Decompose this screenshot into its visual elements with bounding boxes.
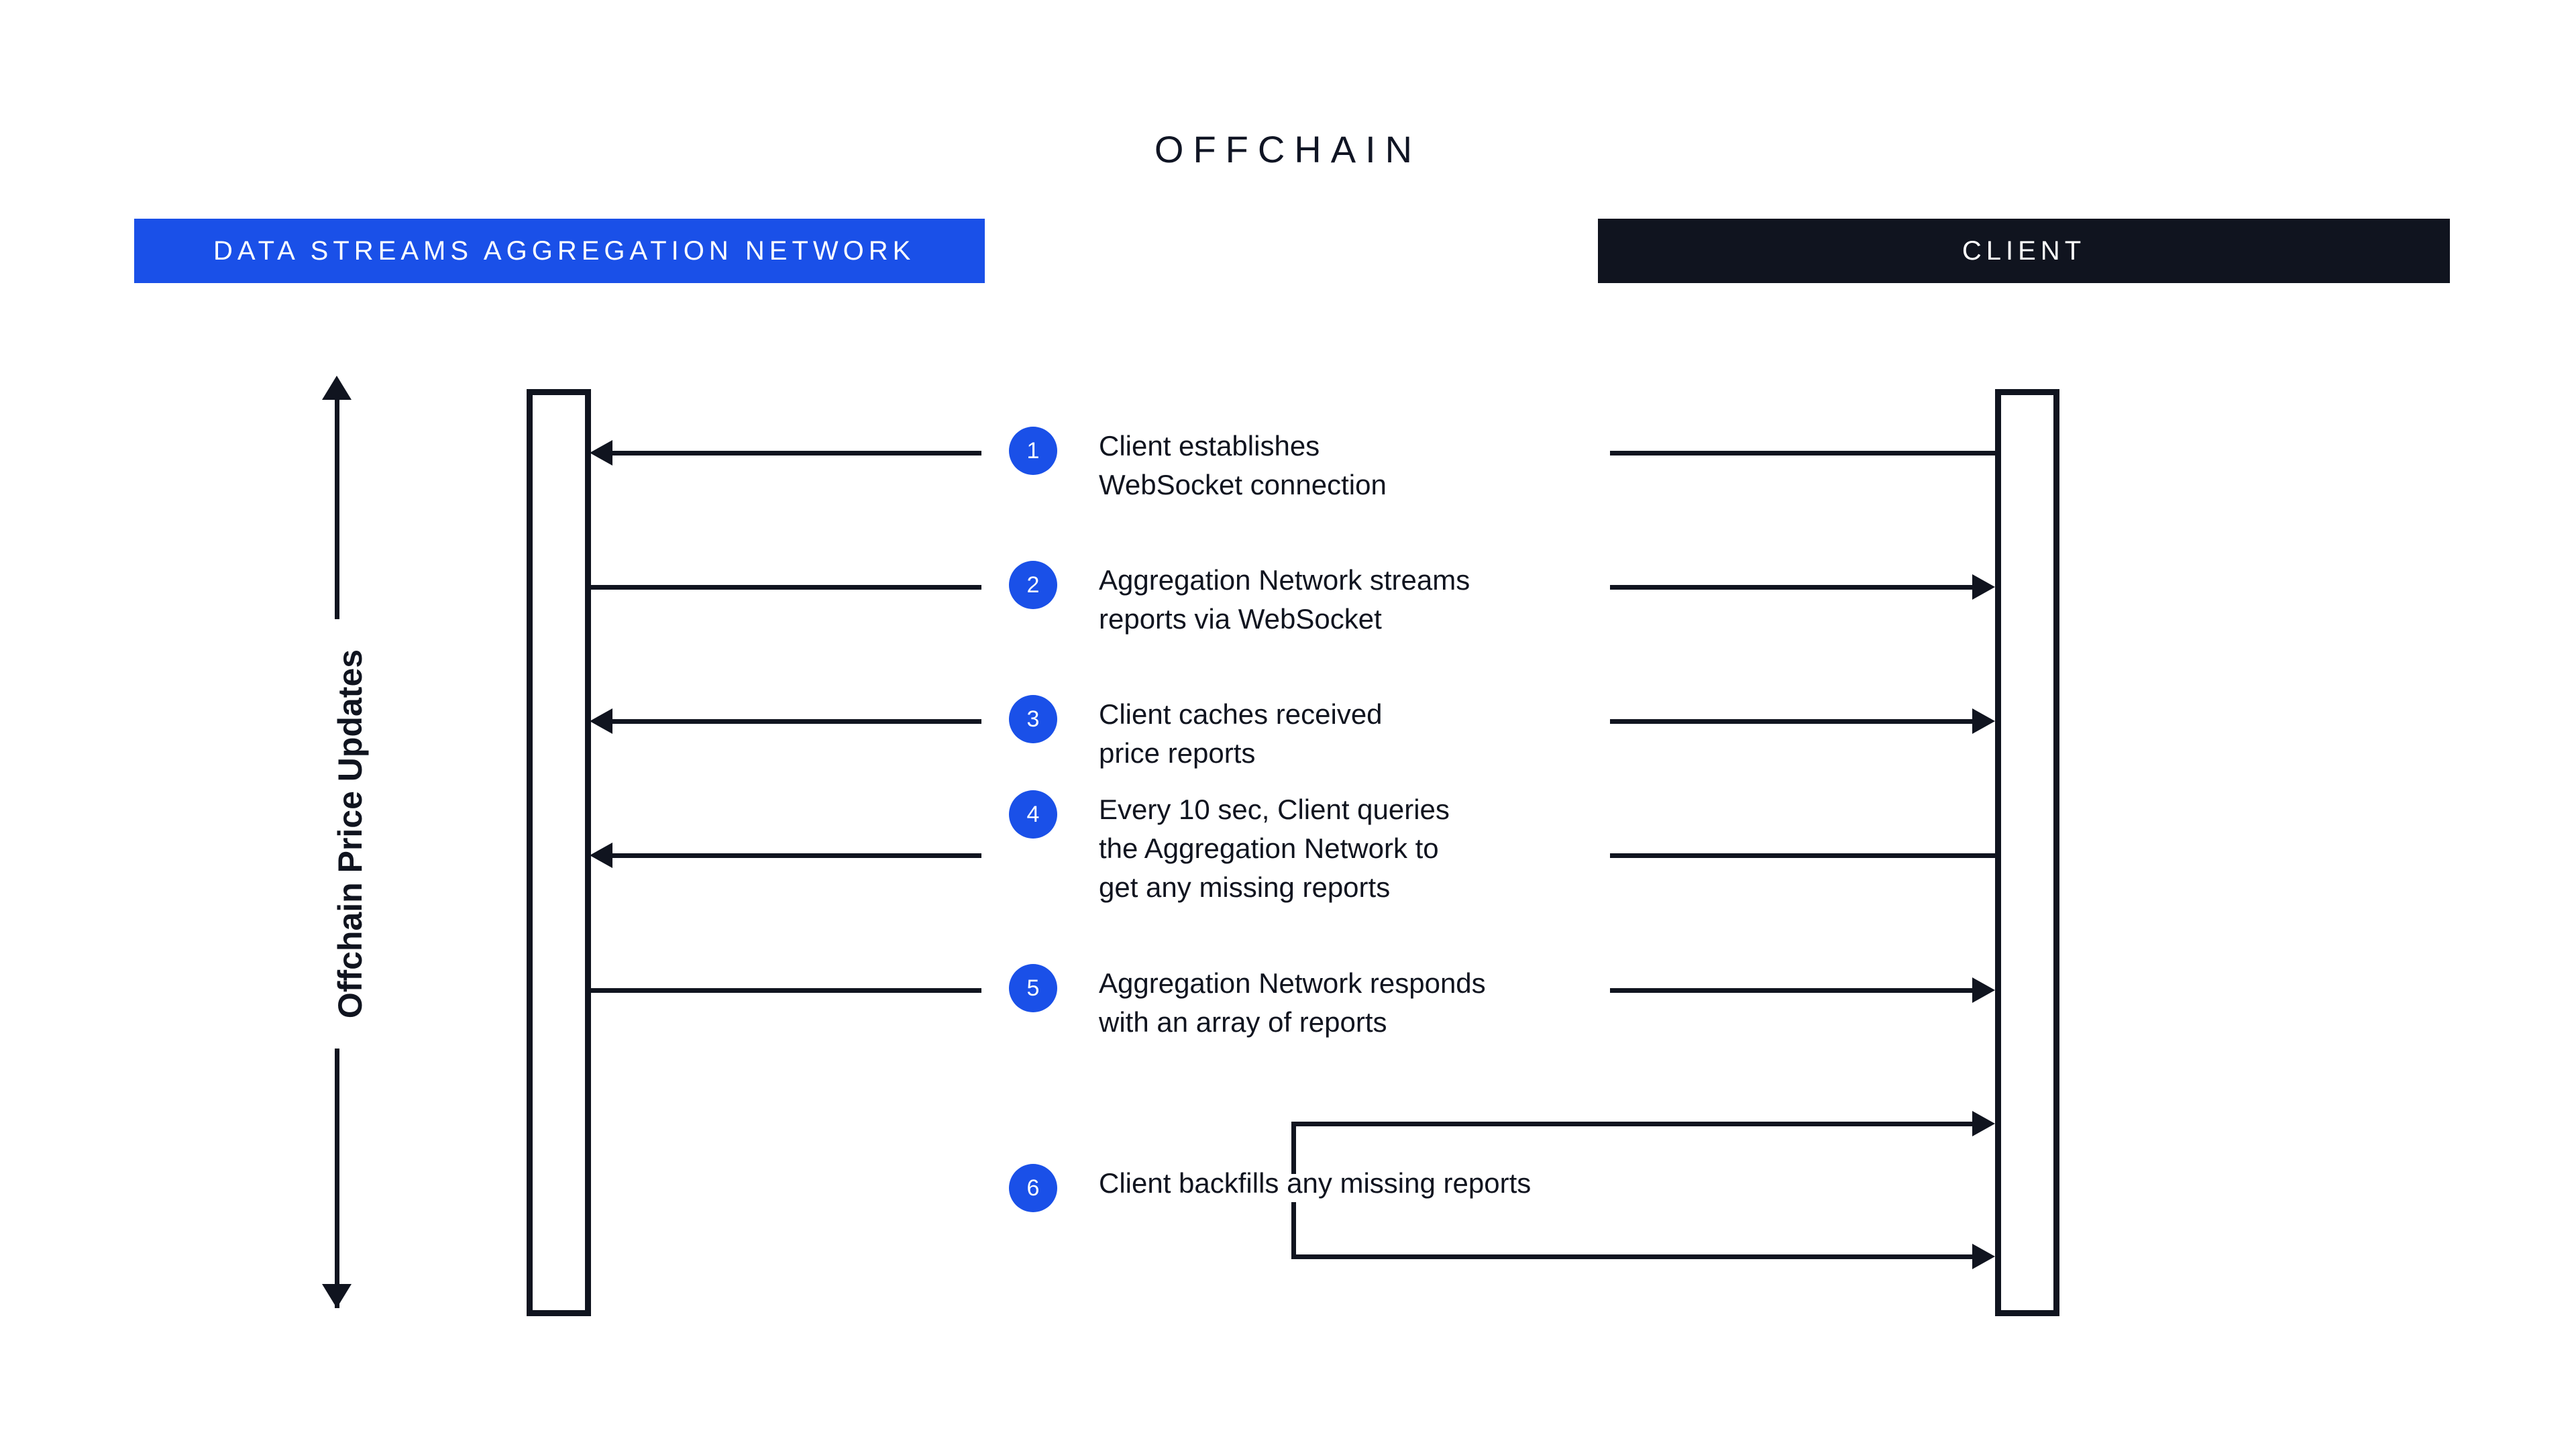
lane-header-aggregation-network-label: DATA STREAMS AGGREGATION NETWORK [213, 235, 916, 266]
message-line-5-left [590, 988, 981, 993]
message-line-4-left [612, 853, 981, 858]
message-line-3-left [612, 719, 981, 724]
message-line-6-bottom [1291, 1254, 1972, 1259]
lifeline-aggregation-network [527, 389, 591, 1316]
arrow-right-icon [1972, 708, 1995, 734]
step-6-badge: 6 [1009, 1164, 1057, 1212]
lifeline-client [1995, 389, 2059, 1316]
offchain-price-updates-axis: Offchain Price Updates [288, 376, 382, 1328]
step-5-label: Aggregation Network responds with an arr… [1099, 967, 1486, 1038]
step-4-badge: 4 [1009, 790, 1057, 839]
step-4-label: Every 10 sec, Client queries the Aggrega… [1099, 794, 1450, 903]
message-line-5-right [1610, 988, 1972, 993]
step-3-badge: 3 [1009, 695, 1057, 743]
arrow-right-icon [1972, 1111, 1995, 1136]
arrow-right-icon [1972, 1244, 1995, 1269]
lane-header-client-label: CLIENT [1962, 235, 2086, 266]
arrow-down-icon [322, 1284, 352, 1308]
arrow-right-icon [1972, 977, 1995, 1003]
page-title: OFFCHAIN [1154, 128, 1422, 170]
step-1-badge: 1 [1009, 427, 1057, 475]
message-line-2-left [590, 585, 981, 590]
step-3: 3 Client caches received price reports [1009, 695, 1383, 773]
step-6: 6 Client backfills any missing reports [1009, 1164, 1531, 1212]
message-line-3-right [1610, 719, 1972, 724]
step-6-label: Client backfills any missing reports [1099, 1167, 1532, 1199]
step-1: 1 Client establishes WebSocket connectio… [1009, 427, 1387, 504]
message-line-4-right [1610, 853, 1995, 858]
message-line-1-left [612, 451, 981, 455]
axis-label: Offchain Price Updates [321, 619, 379, 1049]
arrow-left-icon [590, 843, 612, 868]
step-4: 4 Every 10 sec, Client queries the Aggre… [1009, 790, 1450, 907]
arrow-up-icon [322, 376, 352, 400]
message-line-2-right [1610, 585, 1972, 590]
message-line-6-top [1291, 1122, 1972, 1126]
arrow-right-icon [1972, 574, 1995, 600]
step-5-badge: 5 [1009, 964, 1057, 1012]
step-1-label: Client establishes WebSocket connection [1099, 430, 1387, 500]
arrow-left-icon [590, 440, 612, 466]
lane-header-client: CLIENT [1598, 219, 2450, 283]
step-2-label: Aggregation Network streams reports via … [1099, 564, 1470, 635]
step-2: 2 Aggregation Network streams reports vi… [1009, 561, 1470, 639]
message-line-1-right [1610, 451, 1995, 455]
step-2-badge: 2 [1009, 561, 1057, 609]
step-3-label: Client caches received price reports [1099, 698, 1383, 769]
selfloop-stub-bottom [1291, 1202, 1296, 1254]
step-5: 5 Aggregation Network responds with an a… [1009, 964, 1486, 1042]
lane-header-aggregation-network: DATA STREAMS AGGREGATION NETWORK [134, 219, 985, 283]
arrow-left-icon [590, 708, 612, 734]
selfloop-stub-top [1291, 1122, 1296, 1174]
